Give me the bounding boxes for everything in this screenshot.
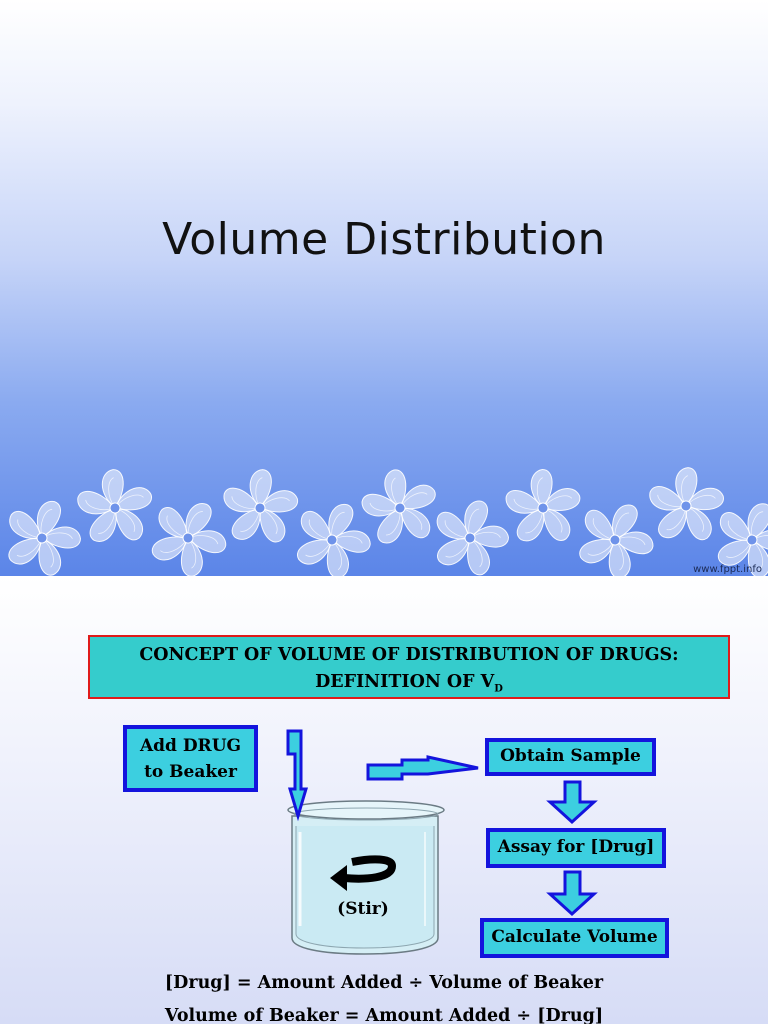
curved-arrow-icon: [330, 855, 397, 891]
flower-icon: [68, 461, 164, 555]
flower-icon: [137, 488, 240, 576]
calculate-volume-box: Calculate Volume: [480, 918, 669, 958]
flower-icon: [497, 463, 591, 554]
flower-icon: [217, 466, 305, 551]
concept-slide: CONCEPT OF VOLUME OF DISTRIBUTION OF DRU…: [0, 576, 768, 1024]
down-arrow-icon: [286, 729, 309, 822]
add-drug-line1: Add DRUG: [139, 736, 242, 756]
equation-beaker-volume: Volume of Beaker = Amount Added ÷ [Drug]: [164, 1006, 604, 1024]
flower-icon: [565, 491, 666, 576]
beaker-icon: [287, 800, 445, 955]
flower-icon: [425, 494, 516, 576]
assay-box: Assay for [Drug]: [486, 828, 666, 868]
header-line2: DEFINITION OF VD: [90, 669, 728, 703]
concept-header: CONCEPT OF VOLUME OF DISTRIBUTION OF DRU…: [88, 635, 730, 699]
stir-label: (Stir): [337, 899, 389, 919]
flower-border: [0, 458, 768, 576]
obtain-sample-box: Obtain Sample: [485, 738, 656, 776]
header-line1: CONCEPT OF VOLUME OF DISTRIBUTION OF DRU…: [139, 645, 679, 665]
down-arrow-icon: [546, 870, 598, 917]
footer-credit: www.fppt.info: [693, 564, 762, 575]
equation-drug-concentration: [Drug] = Amount Added ÷ Volume of Beaker: [164, 973, 604, 993]
flower-icon: [0, 493, 89, 576]
slide-title: Volume Distribution: [162, 214, 606, 265]
add-drug-line2: to Beaker: [144, 762, 237, 782]
header-subscript: D: [494, 683, 503, 695]
down-arrow-icon: [546, 780, 598, 825]
flower-icon: [643, 463, 731, 550]
add-drug-box: Add DRUG to Beaker: [123, 725, 258, 792]
right-arrow-icon: [366, 755, 479, 781]
title-slide: Volume Distribution: [0, 0, 768, 576]
flow-diagram: [286, 729, 598, 955]
header-line2-text: DEFINITION OF V: [315, 672, 495, 692]
